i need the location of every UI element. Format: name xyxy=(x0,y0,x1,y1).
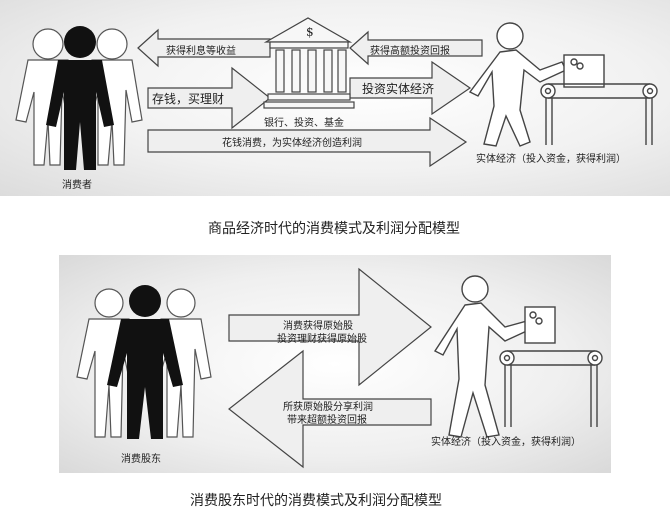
label-real-economy: 实体经济（投入资金，获得利润） xyxy=(476,150,626,165)
label-bank: 银行、投资、基金 xyxy=(264,114,344,129)
label-spend: 花钱消费，为实体经济创造利润 xyxy=(222,134,362,149)
worker-conveyor-icon-2 xyxy=(435,276,602,437)
caption-diagram2: 消费股东时代的消费模式及利润分配模型 xyxy=(190,490,442,510)
label-real-economy-2: 实体经济（投入资金，获得利润） xyxy=(431,433,581,448)
label-interest: 获得利息等收益 xyxy=(166,42,236,57)
label-invest-shares: 投资理财获得原始股 xyxy=(277,330,367,345)
label-consumer-shareholder: 消费股东 xyxy=(121,450,161,465)
label-high-return: 获得高额投资回报 xyxy=(370,42,450,57)
bank-dollar-symbol: $ xyxy=(306,25,314,39)
label-invest: 投资实体经济 xyxy=(362,80,434,97)
worker-conveyor-icon xyxy=(470,23,657,146)
label-deposit: 存钱，买理财 xyxy=(152,90,224,107)
label-consumer: 消费者 xyxy=(62,176,92,191)
diagram-consumer-shareholder: 消费获得原始股 投资理财获得原始股 所获原始股分享利润 带来超额投资回报 实体经… xyxy=(59,255,611,473)
caption-diagram1: 商品经济时代的消费模式及利润分配模型 xyxy=(208,218,460,238)
consumer-shareholder-group-icon xyxy=(77,285,211,439)
diagram-commodity-economy: $ 获得利息等收益 获得高额投资回报 存钱，买理财 投资实体经济 银行、投资、基… xyxy=(0,0,670,196)
consumer-group-icon xyxy=(16,26,142,170)
label-excess-return: 带来超额投资回报 xyxy=(287,411,367,426)
